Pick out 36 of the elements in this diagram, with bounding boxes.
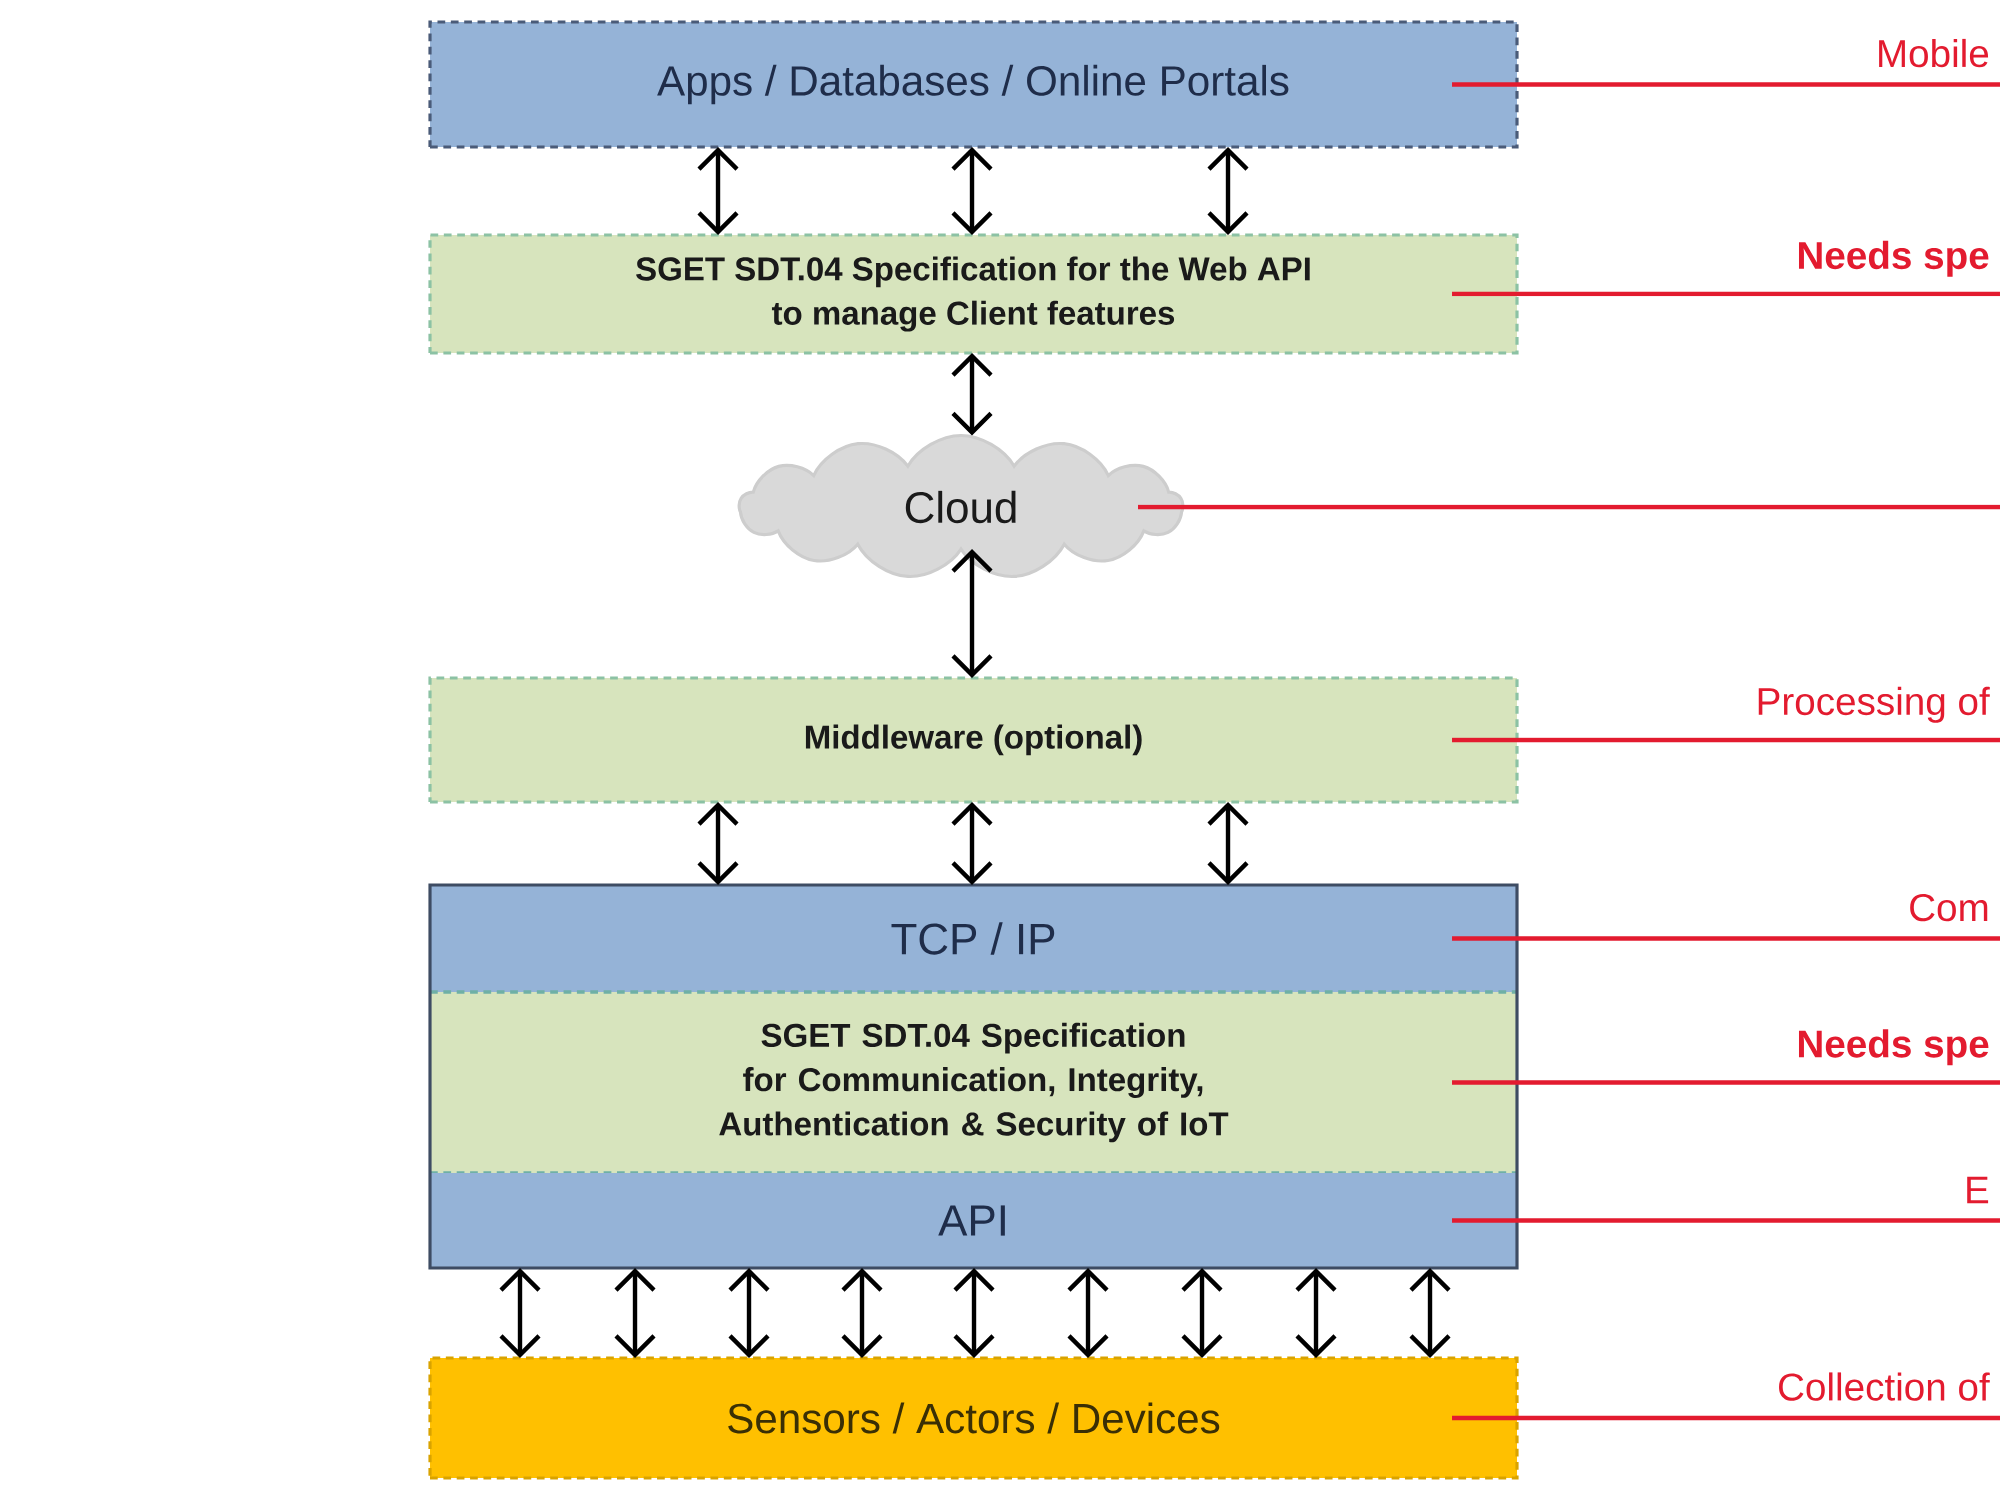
stack-frame <box>428 883 1519 1270</box>
edge-label: Processing of <box>1758 686 1990 723</box>
double-arrow <box>499 1268 541 1358</box>
edge-label: Needs spe <box>1799 1029 1989 1066</box>
layer-box: Sensors / Actors / Devices <box>428 1356 1519 1480</box>
double-arrow <box>728 1268 770 1358</box>
layer-band: API <box>430 1173 1517 1268</box>
double-arrow <box>951 549 993 678</box>
double-arrow <box>841 1268 883 1358</box>
leader-line <box>1452 1218 2000 1223</box>
double-arrow <box>1207 147 1249 235</box>
leader-line <box>1452 291 2000 297</box>
leader-line <box>1452 82 2000 87</box>
leader-line <box>1452 737 2000 743</box>
leader-line <box>1138 504 2000 510</box>
layer-box: Apps / Databases / Online Portals <box>428 20 1519 149</box>
double-arrow <box>1295 1268 1337 1358</box>
leader-line <box>1452 1080 2000 1085</box>
double-arrow <box>614 1268 656 1358</box>
double-arrow <box>1067 1268 1109 1358</box>
double-arrow <box>1181 1268 1223 1358</box>
double-arrow <box>953 1268 995 1358</box>
double-arrow <box>951 147 993 235</box>
edge-label: E <box>1967 1176 1989 1204</box>
edge-label: Needs spe <box>1799 240 1989 277</box>
double-arrow <box>1409 1268 1451 1358</box>
layer-band: TCP / IP <box>430 885 1517 992</box>
double-arrow <box>697 147 739 235</box>
edge-label: Mobile <box>1879 38 1989 68</box>
edge-label: Com <box>1910 893 1988 922</box>
layer-box: SGET SDT.04 Specification for the Web API to manage Client features <box>428 233 1519 355</box>
leader-line <box>1452 936 2000 941</box>
leader-line <box>1452 1415 2000 1421</box>
edge-label: Collection of <box>1779 1372 1990 1401</box>
layer-box: Middleware (optional) <box>428 676 1519 804</box>
layer-band: SGET SDT.04 Specification for Communication, Integrity, Authentication & Security of IoT <box>430 990 1517 1175</box>
